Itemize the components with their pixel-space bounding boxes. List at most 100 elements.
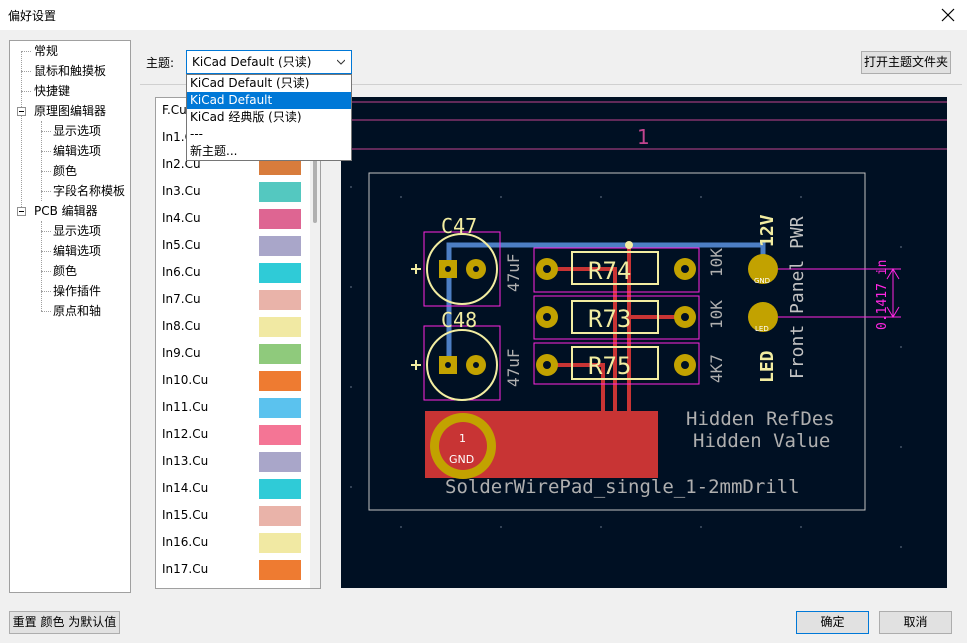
page-number: 1 xyxy=(637,125,650,149)
footprint-name: SolderWirePad_single_1-2mmDrill xyxy=(445,476,800,498)
tree-item-field-name-templates[interactable]: 字段名称模板 xyxy=(53,184,126,198)
layer-color-swatch[interactable] xyxy=(259,371,301,391)
open-theme-folder-button[interactable]: 打开主题文件夹 xyxy=(861,51,951,74)
layer-color-swatch[interactable] xyxy=(259,182,301,202)
ref-r74: R74 xyxy=(588,257,631,285)
theme-option[interactable]: KiCad 经典版 (只读) xyxy=(190,110,302,124)
tree-item-action-plugins[interactable]: 操作插件 xyxy=(53,284,102,298)
layer-row: In9.Cu xyxy=(156,343,306,365)
layer-color-swatch[interactable] xyxy=(259,290,301,310)
layer-name: In14.Cu xyxy=(162,481,209,495)
layer-color-swatch[interactable] xyxy=(259,344,301,364)
layer-color-swatch[interactable] xyxy=(259,452,301,472)
hidden-refdes: Hidden RefDes xyxy=(686,408,835,430)
layer-color-swatch[interactable] xyxy=(259,533,301,553)
ref-r75: R75 xyxy=(588,352,631,380)
divider xyxy=(140,84,962,85)
layer-list-scrollbar[interactable] xyxy=(310,98,320,588)
layer-row: In3.Cu xyxy=(156,181,306,203)
layer-color-swatch[interactable] xyxy=(259,263,301,283)
layer-row: In4.Cu xyxy=(156,208,306,230)
cancel-button[interactable]: 取消 xyxy=(879,611,952,634)
value-r73: 10K xyxy=(707,300,726,329)
tree-item-mouse-touchpad[interactable]: 鼠标和触摸板 xyxy=(34,64,107,78)
layer-name: In9.Cu xyxy=(162,346,201,360)
layer-name: In7.Cu xyxy=(162,292,201,306)
value-r75: 4K7 xyxy=(707,354,726,383)
tree-item-sch-display-options[interactable]: 显示选项 xyxy=(53,124,102,138)
theme-selected-value: KiCad Default (只读) xyxy=(192,55,312,69)
tree-item-pcb-editing-options[interactable]: 编辑选项 xyxy=(53,244,102,258)
close-icon[interactable] xyxy=(937,4,959,26)
ref-c48: C48 xyxy=(441,308,477,332)
layer-row: In13.Cu xyxy=(156,451,306,473)
reset-colors-button[interactable]: 重置 颜色 为默认值 xyxy=(9,611,120,634)
layer-name: In15.Cu xyxy=(162,508,209,522)
theme-option[interactable]: KiCad Default (只读) xyxy=(190,76,310,90)
theme-select[interactable]: KiCad Default (只读) xyxy=(186,50,352,74)
value-r74: 10K xyxy=(707,248,726,277)
chevron-down-icon xyxy=(337,59,345,65)
ref-r73: R73 xyxy=(588,305,631,333)
preferences-tree: 常规 鼠标和触摸板 快捷键 原理图编辑器 显示选项 编辑选项 颜色 字段名称模板… xyxy=(9,40,131,593)
theme-option-highlighted[interactable]: KiCad Default xyxy=(187,92,351,109)
value-cap2: 47uF xyxy=(504,348,523,387)
layer-name: In10.Cu xyxy=(162,373,209,387)
scrollbar-thumb[interactable] xyxy=(313,108,317,223)
layer-color-swatch[interactable] xyxy=(259,479,301,499)
layer-name: F.Cu xyxy=(162,103,187,117)
tree-item-sch-colors[interactable]: 颜色 xyxy=(53,164,78,178)
grid-dots xyxy=(350,186,902,548)
tree-item-pcb-colors[interactable]: 颜色 xyxy=(53,264,78,278)
pcb-preview: 1 xyxy=(341,97,947,588)
layer-color-swatch[interactable] xyxy=(259,425,301,445)
dimension-text: 0.1417 in xyxy=(875,260,890,330)
theme-option-separator: --- xyxy=(190,127,203,141)
front-copper-tracks xyxy=(547,245,685,411)
label-led: LED xyxy=(757,350,778,383)
pcb-preview-canvas: 1 xyxy=(341,101,947,548)
tree-item-general[interactable]: 常规 xyxy=(34,44,59,58)
layer-name: In16.Cu xyxy=(162,535,209,549)
layer-color-swatch[interactable] xyxy=(259,317,301,337)
layer-row: In15.Cu xyxy=(156,505,306,527)
layer-name: In6.Cu xyxy=(162,265,201,279)
layer-color-swatch[interactable] xyxy=(259,398,301,418)
tree-item-origins-axes[interactable]: 原点和轴 xyxy=(53,304,102,318)
collapse-icon[interactable] xyxy=(17,207,26,216)
layer-row: In14.Cu xyxy=(156,478,306,500)
courtyards xyxy=(423,231,700,401)
label-front-panel: Front Panel PWR xyxy=(787,216,808,379)
layer-row: In10.Cu xyxy=(156,370,306,392)
layer-name: In12.Cu xyxy=(162,427,209,441)
layer-name: In4.Cu xyxy=(162,211,201,225)
theme-option-new[interactable]: 新主题... xyxy=(190,144,238,158)
layer-name: In5.Cu xyxy=(162,238,201,252)
layer-name: In11.Cu xyxy=(162,400,209,414)
ref-c47: C47 xyxy=(441,214,477,238)
ok-button[interactable]: 确定 xyxy=(796,611,869,634)
tree-item-schematic-editor[interactable]: 原理图编辑器 xyxy=(34,104,107,118)
tree-item-pcb-editor[interactable]: PCB 编辑器 xyxy=(34,204,98,218)
layer-row: In6.Cu xyxy=(156,262,306,284)
pin-net-gnd: GND xyxy=(754,277,770,285)
layer-color-swatch[interactable] xyxy=(259,236,301,256)
tree-item-pcb-display-options[interactable]: 显示选项 xyxy=(53,224,102,238)
layer-row: In16.Cu xyxy=(156,532,306,554)
dimension-lines xyxy=(778,268,901,318)
layer-color-swatch[interactable] xyxy=(259,209,301,229)
tree-item-hotkeys[interactable]: 快捷键 xyxy=(34,84,71,98)
value-cap1: 47uF xyxy=(504,253,523,292)
window-title: 偏好设置 xyxy=(8,9,57,23)
theme-label: 主题: xyxy=(146,56,175,70)
layer-row: In12.Cu xyxy=(156,424,306,446)
layer-row: In11.Cu xyxy=(156,397,306,419)
layer-color-swatch[interactable] xyxy=(259,506,301,526)
collapse-icon[interactable] xyxy=(17,107,26,116)
resistor-silkscreen xyxy=(571,251,659,380)
tree-item-sch-editing-options[interactable]: 编辑选项 xyxy=(53,144,102,158)
layer-row: In17.Cu xyxy=(156,559,306,581)
layer-color-swatch[interactable] xyxy=(259,560,301,580)
